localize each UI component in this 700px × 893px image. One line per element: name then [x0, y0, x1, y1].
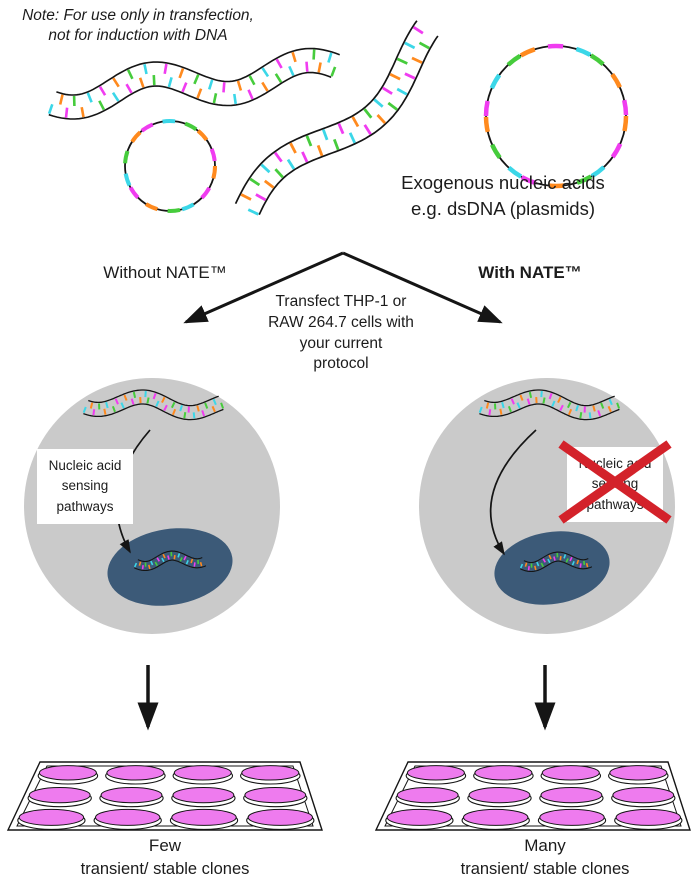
with-nate-label: With NATE™ [478, 263, 582, 282]
transfect-line-4: protocol [313, 355, 369, 373]
exogenous-line-2: e.g. dsDNA (plasmids) [410, 198, 596, 220]
down-arrows [137, 665, 556, 731]
pathway-left-line-2: sensing [61, 478, 109, 494]
dna-strand-top [47, 47, 340, 120]
pathway-left-line-3: pathways [56, 498, 114, 514]
nucleus-dna [133, 550, 207, 572]
culture-dish-medium [95, 808, 161, 826]
cell-right [419, 378, 675, 634]
culture-dish-medium [28, 787, 91, 804]
transfect-line-2: RAW 264.7 cells with [268, 313, 414, 331]
nucleus [494, 531, 610, 605]
culture-dish-medium [173, 765, 232, 781]
culture-dish-medium [540, 787, 603, 804]
cell-body [419, 378, 675, 634]
pathway-right-line-3: pathways [586, 496, 644, 512]
culture-dish-medium [247, 808, 313, 826]
cell-left [24, 378, 280, 634]
exogenous-label: Exogenous nucleic acids e.g. dsDNA (plas… [401, 170, 605, 223]
culture-dish-medium [609, 765, 668, 781]
outcome-right-quantity: Many [524, 836, 566, 855]
culture-dish-medium [172, 787, 235, 804]
note-text: Note: For use only in transfection, not … [10, 6, 266, 47]
nucleus [107, 528, 233, 606]
culture-dish-medium [474, 765, 533, 781]
culture-dish-medium [541, 765, 600, 781]
transfect-line-3: your current [299, 334, 383, 352]
culture-dish-medium [171, 808, 237, 826]
outcome-right-description: transient/ stable clones [460, 859, 630, 878]
culture-dish-medium [468, 787, 531, 804]
culture-dish-medium [100, 787, 163, 804]
pathway-box-left: Nucleic acid sensing pathways [37, 449, 133, 524]
nucleus-dna [519, 551, 593, 573]
culture-dish-medium [612, 787, 675, 804]
culture-dish-medium [38, 765, 97, 781]
pathway-left-line-1: Nucleic acid [48, 458, 122, 473]
culture-dish-medium [106, 765, 165, 781]
outcome-left-quantity: Few [148, 836, 182, 855]
plasmid-small [123, 119, 218, 213]
culture-dish-medium [615, 808, 681, 826]
culture-dish-medium [396, 787, 459, 804]
note-line-1: Note: For use only in transfection, [22, 7, 254, 24]
outcome-left: Few transient/ stable clones [81, 835, 250, 880]
branch-arrows [183, 251, 503, 324]
red-cross-icon [558, 440, 672, 524]
plasmid-large [483, 43, 629, 189]
outcome-right: Many transient/ stable clones [461, 835, 630, 880]
culture-dish-medium [244, 787, 307, 804]
dna-strand-diagonal [234, 20, 439, 216]
outcome-left-description: transient/ stable clones [80, 859, 250, 878]
culture-dish-medium [463, 808, 529, 826]
without-nate-label: Without NATE™ [103, 263, 227, 282]
culture-dish-medium [241, 765, 300, 781]
note-line-2: not for induction with DNA [48, 27, 228, 45]
plate-right [374, 761, 691, 831]
culture-dish-medium [18, 808, 85, 826]
cell-dna [82, 389, 225, 421]
culture-dish-medium [539, 808, 605, 826]
culture-dish-medium [386, 808, 453, 826]
transfect-line-1: Transfect THP-1 or [275, 293, 407, 310]
plate-left [6, 761, 323, 831]
culture-dish-medium [406, 765, 465, 781]
cell-dna [478, 389, 621, 421]
uptake-arrow [489, 429, 537, 556]
exogenous-line-1: Exogenous nucleic acids [401, 172, 605, 193]
transfect-instruction: Transfect THP-1 or RAW 264.7 cells with … [268, 292, 414, 375]
